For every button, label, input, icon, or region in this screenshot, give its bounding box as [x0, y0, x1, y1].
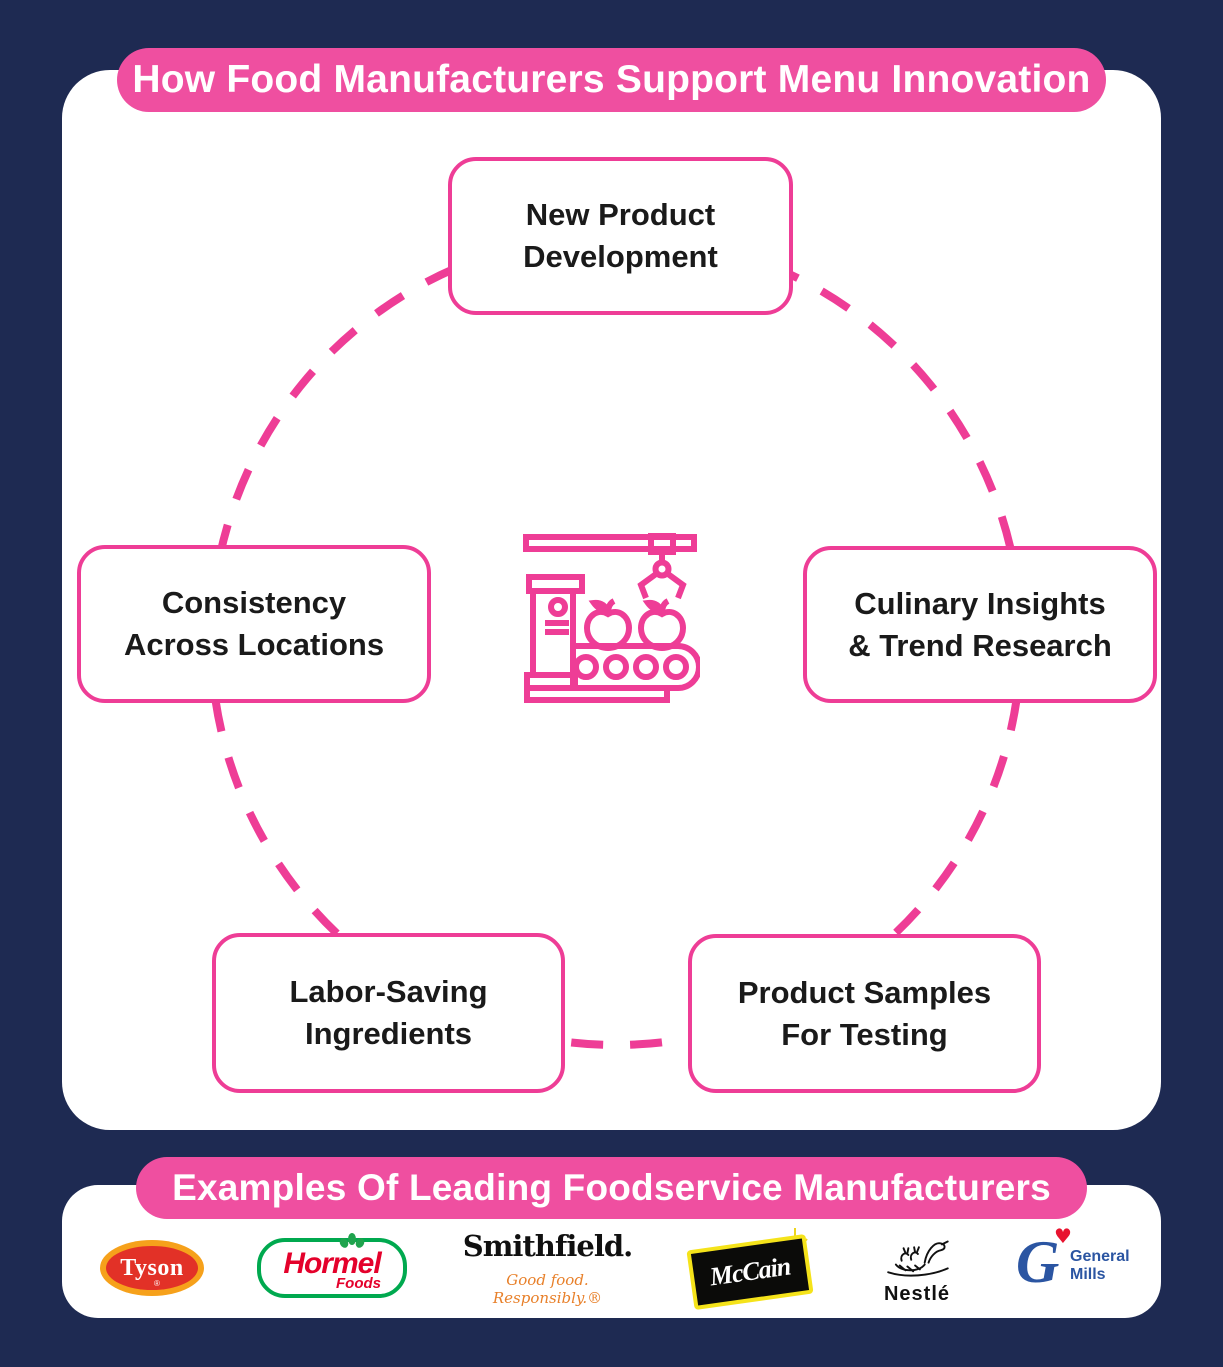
- food-production-line-icon: [523, 533, 700, 703]
- node-label: Labor-Saving Ingredients: [289, 974, 488, 1051]
- heart-icon: ♥: [1054, 1224, 1072, 1248]
- mccain-plaque: McCain: [686, 1233, 814, 1311]
- hormel-foods-label: Foods: [336, 1275, 381, 1292]
- nestle-wordmark: Nestlé: [883, 1283, 951, 1305]
- tyson-oval: Tyson ®: [106, 1246, 198, 1290]
- tyson-oval-border: Tyson ®: [100, 1240, 204, 1296]
- node-label: Culinary Insights & Trend Research: [848, 585, 1112, 663]
- hormel-foods-logo: Hormel Foods: [257, 1233, 407, 1298]
- nestle-logo: Nestlé: [871, 1230, 963, 1306]
- tyson-wordmark: Tyson: [120, 1254, 184, 1281]
- node-product-samples-for-testing: Product Samples For Testing: [688, 934, 1041, 1093]
- header-title-pill: How Food Manufacturers Support Menu Inno…: [117, 48, 1106, 112]
- parsley-leaf-icon: [339, 1233, 365, 1248]
- general-mills-logo: G ♥ General Mills: [1016, 1224, 1130, 1304]
- node-label: New Product Development: [523, 197, 718, 274]
- node-consistency-across-locations: Consistency Across Locations: [77, 545, 431, 703]
- mccain-logo: McCain: [686, 1228, 818, 1311]
- node-culinary-insights-trend-research: Culinary Insights & Trend Research: [803, 546, 1157, 703]
- footer-title: Examples Of Leading Foodservice Manufact…: [172, 1167, 1051, 1208]
- mccain-wordmark: McCain: [707, 1251, 792, 1292]
- node-label: Consistency Across Locations: [123, 585, 385, 662]
- hormel-wordmark: Hormel: [283, 1247, 381, 1280]
- header-title: How Food Manufacturers Support Menu Inno…: [132, 58, 1091, 101]
- bird-nest-icon: [887, 1240, 949, 1277]
- tyson-logo: Tyson ®: [100, 1240, 204, 1296]
- registered-mark: ®: [154, 1279, 160, 1288]
- smithfield-tagline: Good food. Responsibly.®: [492, 1271, 603, 1307]
- smithfield-logo: Smithfield. Good food. Responsibly.®: [460, 1229, 635, 1307]
- general-mills-wordmark: General Mills: [1070, 1248, 1130, 1283]
- node-labor-saving-ingredients: Labor-Saving Ingredients: [212, 933, 565, 1093]
- node-label: Product Samples For Testing: [737, 974, 992, 1052]
- brand-logo-row: Tyson ® Hormel Foods Smithfield. Good fo…: [100, 1224, 1130, 1311]
- node-new-product-development: New Product Development: [448, 157, 793, 315]
- general-mills-monogram: G: [1016, 1229, 1060, 1295]
- smithfield-wordmark: Smithfield.: [462, 1229, 633, 1263]
- footer-title-pill: Examples Of Leading Foodservice Manufact…: [136, 1157, 1087, 1219]
